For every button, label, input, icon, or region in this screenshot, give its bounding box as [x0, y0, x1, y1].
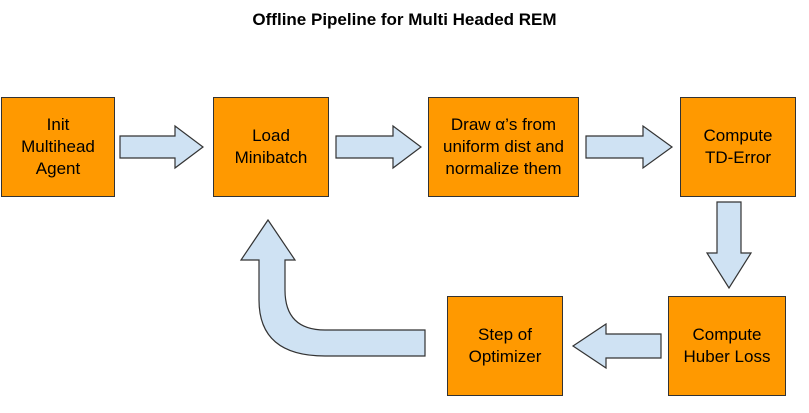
node-compute-td-error: Compute TD-Error	[680, 97, 796, 197]
arrow-td-to-huber	[705, 201, 753, 290]
arrow-draw-to-td	[585, 124, 674, 170]
node-draw-alphas: Draw α’s from uniform dist and normalize…	[428, 97, 579, 197]
arrow-huber-to-step	[571, 322, 662, 370]
node-compute-huber-loss: Compute Huber Loss	[668, 296, 786, 396]
node-init-multihead-agent: Init Multihead Agent	[1, 97, 115, 197]
node-step-of-optimizer: Step of Optimizer	[447, 296, 563, 396]
arrow-load-to-draw	[335, 124, 422, 170]
arrow-init-to-load	[119, 124, 204, 170]
diagram-title: Offline Pipeline for Multi Headed REM	[252, 10, 557, 29]
node-load-minibatch: Load Minibatch	[213, 97, 329, 197]
arrow-step-to-load	[239, 218, 426, 357]
